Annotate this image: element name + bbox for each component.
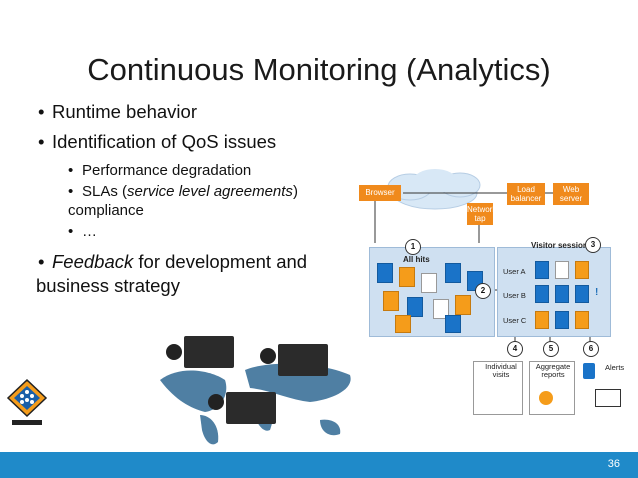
hit-doc xyxy=(455,295,471,315)
session-doc xyxy=(575,261,589,279)
exclamation-mark: ! xyxy=(595,287,599,298)
user-pin-icon xyxy=(166,344,182,360)
hit-doc xyxy=(445,263,461,283)
timing-panel xyxy=(184,336,234,368)
browser-box: Browser xyxy=(359,185,401,201)
visitor-sessions-label: Visitor sessions xyxy=(531,241,593,250)
user-b-label: User B xyxy=(503,291,526,300)
user-a-label: User A xyxy=(503,267,526,276)
individual-visits-output xyxy=(473,361,523,415)
slide-title: Continuous Monitoring (Analytics) xyxy=(87,52,551,87)
session-doc xyxy=(555,311,569,329)
aggregate-reports-output xyxy=(529,361,575,415)
phone-icon xyxy=(583,363,595,379)
step-6: 6 xyxy=(583,341,599,357)
hit-doc xyxy=(377,263,393,283)
footer-bar: 36 xyxy=(0,452,638,478)
hit-doc xyxy=(399,267,415,287)
bullet-feedback: •Feedback for development and xyxy=(38,251,308,272)
all-hits-label: All hits xyxy=(403,255,430,264)
timing-panel xyxy=(226,392,276,424)
diagram-lines xyxy=(374,169,591,353)
monitoring-diagram: Browser Network tap Load balancer Web se… xyxy=(355,163,635,423)
world-map xyxy=(150,330,360,450)
alerts-label: Alerts xyxy=(605,363,625,372)
session-doc xyxy=(535,285,549,303)
map-shapes xyxy=(160,363,351,445)
user-c-label: User C xyxy=(503,316,527,325)
session-doc xyxy=(555,285,569,303)
step-1: 1 xyxy=(405,239,421,255)
bullet-list: •Runtime behavior •Identification of QoS… xyxy=(36,98,348,297)
session-doc xyxy=(555,261,569,279)
step-4: 4 xyxy=(507,341,523,357)
logo-icon xyxy=(6,378,48,425)
user-pin-icon xyxy=(260,348,276,364)
user-pin-icon xyxy=(208,394,224,410)
session-doc xyxy=(535,311,549,329)
network-tap-box: Network tap xyxy=(467,203,497,225)
session-doc xyxy=(535,261,549,279)
bullet-feedback-cont: business strategy xyxy=(36,275,180,296)
session-doc xyxy=(575,285,589,303)
visitor-sessions-panel xyxy=(497,247,611,337)
step-2: 2 xyxy=(475,283,491,299)
load-balancer-box: Load balancer xyxy=(507,183,545,205)
step-5: 5 xyxy=(543,341,559,357)
step-3: 3 xyxy=(585,237,601,253)
sub-bullet-sla: •SLAs (service level agreements)complian… xyxy=(68,183,298,219)
hit-doc xyxy=(445,315,461,333)
bullet-qos: •Identification of QoS issues xyxy=(38,131,277,152)
hit-doc xyxy=(383,291,399,311)
web-server-box: Web server xyxy=(553,183,589,205)
hit-doc xyxy=(433,299,449,319)
bullet-runtime: •Runtime behavior xyxy=(38,101,197,122)
page-number: 36 xyxy=(607,458,620,470)
hit-doc xyxy=(421,273,437,293)
hit-doc xyxy=(395,315,411,333)
sub-bullet-performance: •Performance degradation xyxy=(68,162,252,179)
sub-bullet-ellipsis: •… xyxy=(68,223,97,240)
hit-doc xyxy=(407,297,423,317)
envelope-icon xyxy=(595,389,621,407)
pie-chart-icon xyxy=(539,391,553,405)
unicamp-logo xyxy=(6,378,48,428)
timing-panel xyxy=(278,344,328,376)
session-doc xyxy=(575,311,589,329)
